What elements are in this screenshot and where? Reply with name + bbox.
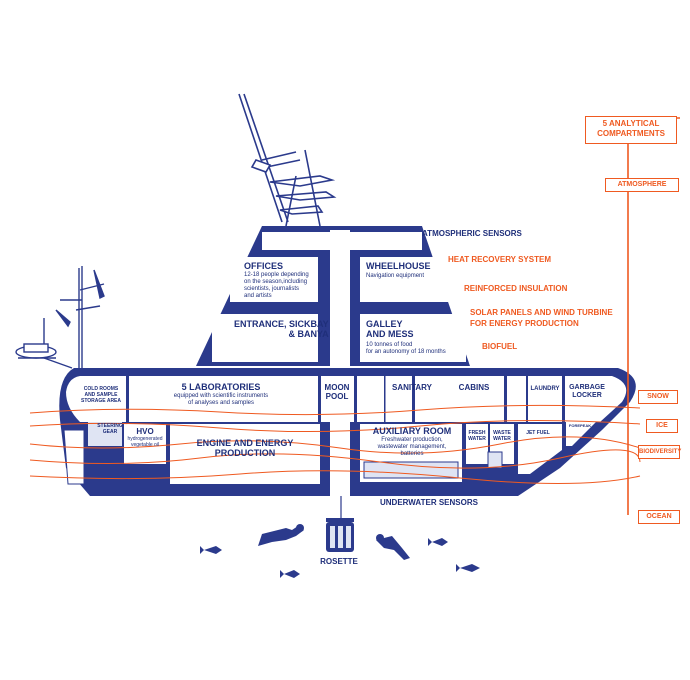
heat-recovery-label: HEAT RECOVERY SYSTEM [448,255,551,264]
fish-icon [456,564,480,572]
wheelhouse-title: WHEELHOUSE [366,261,431,271]
moon-pool-title: MOON POOL [324,383,350,402]
hull [59,368,636,496]
room-steering [88,422,122,446]
auxiliary-title: AUXILIARY ROOM [372,426,452,436]
biofuel-label: BIOFUEL [482,342,518,351]
room-entrance [212,314,318,362]
solar-label: SOLAR PANELS AND WIND TURBINE FOR ENERGY… [470,308,613,328]
laboratories-desc: equipped with scientific instruments of … [173,393,269,406]
compartment-snow: SNOW [638,390,678,404]
cabins-title: CABINS [458,383,490,392]
waste-water-title: WASTE WATER [493,430,511,442]
fish-icon [200,546,222,554]
offices-title: OFFICES [244,261,284,271]
compartment-biodiversity: BIODIVERSITY [638,445,681,459]
underwater-sensors-label: UNDERWATER SENSORS [380,498,478,507]
compartment-atmosphere: ATMOSPHERE [605,178,679,192]
room-galley [360,314,466,362]
fresh-water-title: FRESH WATER [468,430,486,442]
compartment-ocean: OCEAN [638,510,680,524]
room-fresh-water [466,424,488,464]
room-jet-fuel [518,424,562,474]
auxiliary-desc: Freshwater production, wastewater manage… [377,437,447,457]
diver-icon [376,536,410,560]
cold-rooms-title: COLD ROOMS AND SAMPLE STORAGE AREA [80,386,122,404]
room-offices [230,257,318,302]
compartment-ice: ICE [646,419,678,433]
laundry-title: LAUNDRY [530,386,560,392]
hvo-desc: hydrogenerated vegetable oil [127,436,163,448]
rosette-label: ROSETTE [320,557,358,566]
hvo-title: HVO [136,427,154,436]
moon-pool-lower [330,422,350,496]
rosette-icon [326,518,354,552]
mast-antenna [238,93,337,227]
fish-icon [428,538,448,546]
moon-pool-shaft [330,230,350,366]
compartments-header: 5 ANALYTICAL COMPARTMENTS [585,116,677,144]
forepeak-title: FOREPEAK [568,423,592,428]
room-wheelhouse [360,257,448,302]
laboratories-title: 5 LABORATORIES [181,382,261,392]
wheelhouse-desc: Navigation equipment [366,273,425,279]
jet-fuel-title: JET FUEL [526,430,550,436]
room-hvo [124,424,166,464]
entrance-title: ENTRANCE, SICKBAY & BANYA [234,319,329,339]
fish-icon [280,570,300,578]
diver-icon [258,526,304,546]
atmospheric-sensors-label: ATMOSPHERIC SENSORS [422,229,522,238]
engine-title: ENGINE AND ENERGY PRODUCTION [196,438,294,459]
sanitary-title: SANITARY [392,383,432,392]
galley-desc: 10 tonnes of food for an autonomy of 18 … [366,342,446,355]
insulation-label: REINFORCED INSULATION [464,284,568,293]
offices-desc: 12-18 people depending on the season,inc… [244,272,309,299]
water-lines [29,404,641,485]
superstructure [196,226,470,366]
divers-and-fish [200,524,480,578]
wind-turbine [15,266,105,369]
room-forepeak [566,422,596,446]
galley-title: GALLEY AND MESS [366,319,414,339]
steering-title: STEERING GEAR [97,423,123,435]
garbage-title: GARBAGE LOCKER [569,384,605,399]
